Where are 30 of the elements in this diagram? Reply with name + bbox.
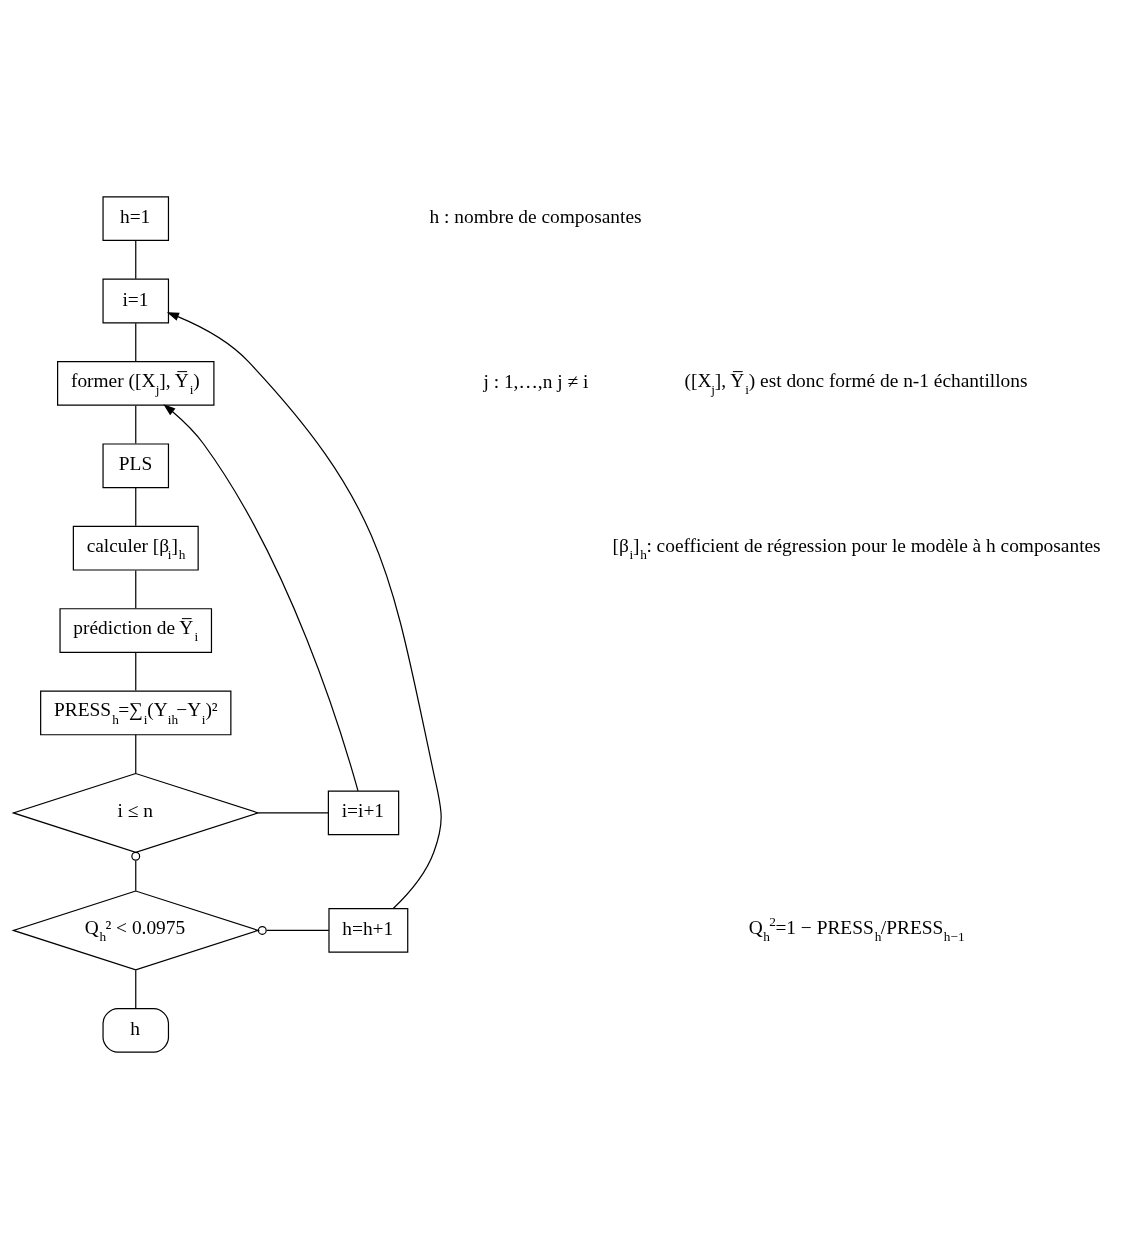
connector bbox=[131, 851, 141, 891]
label: h : nombre de composantes bbox=[429, 205, 642, 227]
label: ([X$_{j}$], Y̅$_{i}$) est donc formé de n-1 échantillons bbox=[684, 369, 1028, 397]
node-box: h=h+1 bbox=[328, 907, 409, 953]
connector bbox=[135, 322, 137, 362]
connector bbox=[257, 925, 330, 935]
node-box: PRESS$_{h}$=∑$_{i}$(Y$_{ih}$−Y$_{i}$)² bbox=[40, 690, 232, 735]
connector bbox=[135, 651, 137, 691]
arrow bbox=[166, 311, 442, 909]
connector bbox=[135, 569, 137, 609]
connector bbox=[135, 733, 137, 774]
connector bbox=[135, 486, 137, 526]
node-box: PLS bbox=[102, 442, 170, 488]
connector bbox=[257, 811, 329, 813]
node-box: h=1 bbox=[102, 195, 170, 241]
connector bbox=[135, 239, 137, 279]
arrow bbox=[163, 403, 359, 792]
node-box: i=i+1 bbox=[327, 789, 400, 835]
node-box: former ([X$_{j}$], Y̅$_{i}$) bbox=[57, 360, 215, 406]
connector bbox=[135, 969, 137, 1009]
label: j : 1,…,n j ≠ i bbox=[483, 370, 589, 392]
node-box: calculer [β$_{i}$]$_{h}$ bbox=[72, 525, 199, 571]
connector bbox=[135, 404, 137, 444]
node-box: h bbox=[102, 1007, 170, 1053]
node-box: i=1 bbox=[102, 278, 170, 323]
node-diamond: Q$_{h}$² < 0.0975 bbox=[11, 889, 261, 970]
node-box: prédiction de Y̅$_{i}$ bbox=[59, 607, 213, 653]
node-diamond: i ≤ n bbox=[11, 772, 261, 853]
label: Q$_{h}$$^{2}$=1 − PRESS$_{h}$/PRESS$_{h−1}$ bbox=[748, 913, 965, 944]
label: [β$_{i}$]$_{h}$: coefficient de régression pour le modèle à h composantes bbox=[612, 534, 1101, 562]
